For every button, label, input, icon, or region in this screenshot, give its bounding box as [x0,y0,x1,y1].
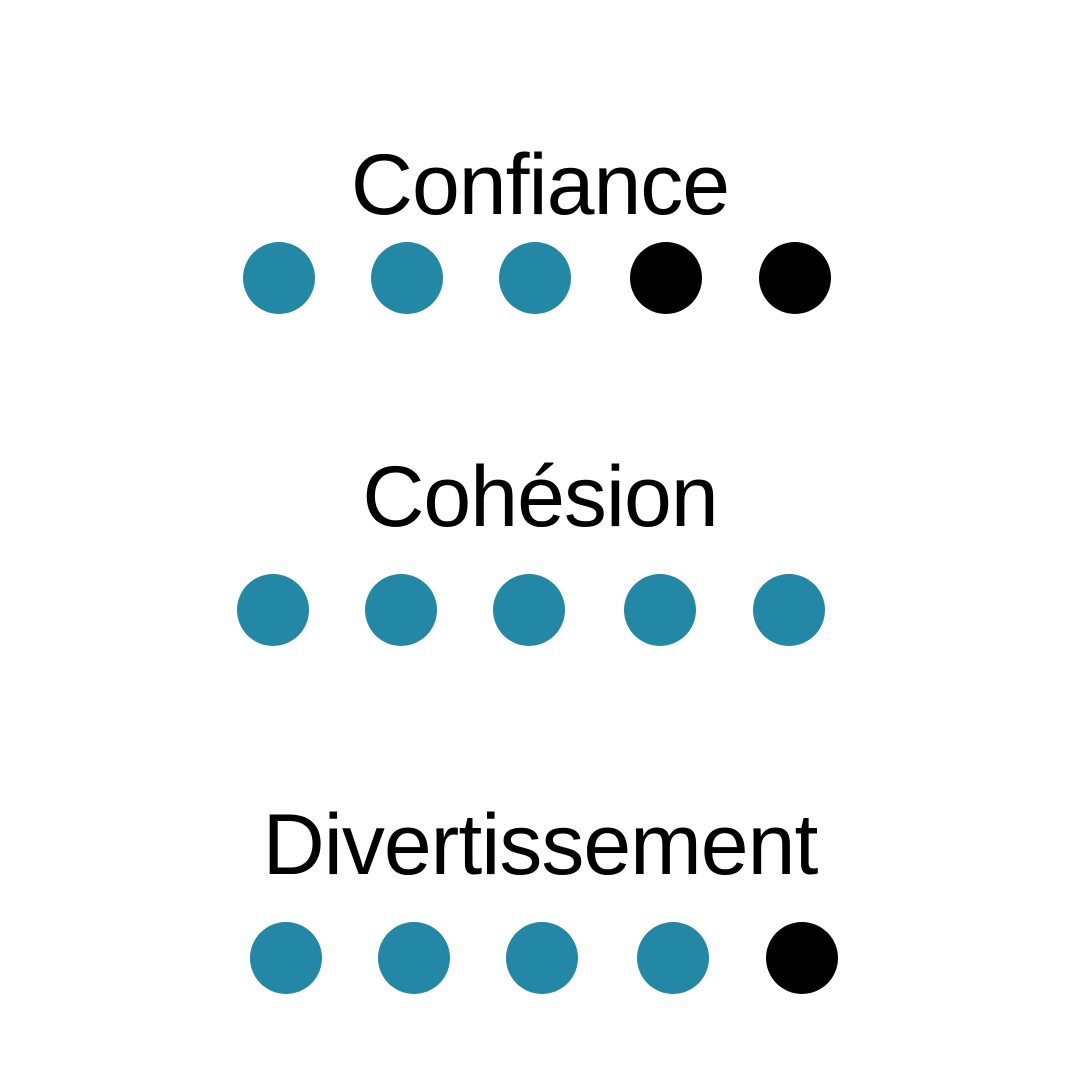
rating-dot-filled [250,922,322,994]
rating-dot-filled [493,574,565,646]
rating-label: Cohésion [362,449,718,545]
rating-label: Divertissement [262,797,819,893]
rating-dot-filled [753,574,825,646]
rating-label: Confiance [350,137,730,233]
rating-dot-empty [630,242,702,314]
rating-dot-filled [237,574,309,646]
rating-dot-empty [759,242,831,314]
rating-dot-filled [624,574,696,646]
rating-dot-filled [378,922,450,994]
rating-dot-filled [637,922,709,994]
rating-dot-filled [506,922,578,994]
rating-dot-filled [499,242,571,314]
rating-dot-empty [766,922,838,994]
rating-dot-filled [371,242,443,314]
rating-dot-filled [243,242,315,314]
rating-dot-filled [365,574,437,646]
